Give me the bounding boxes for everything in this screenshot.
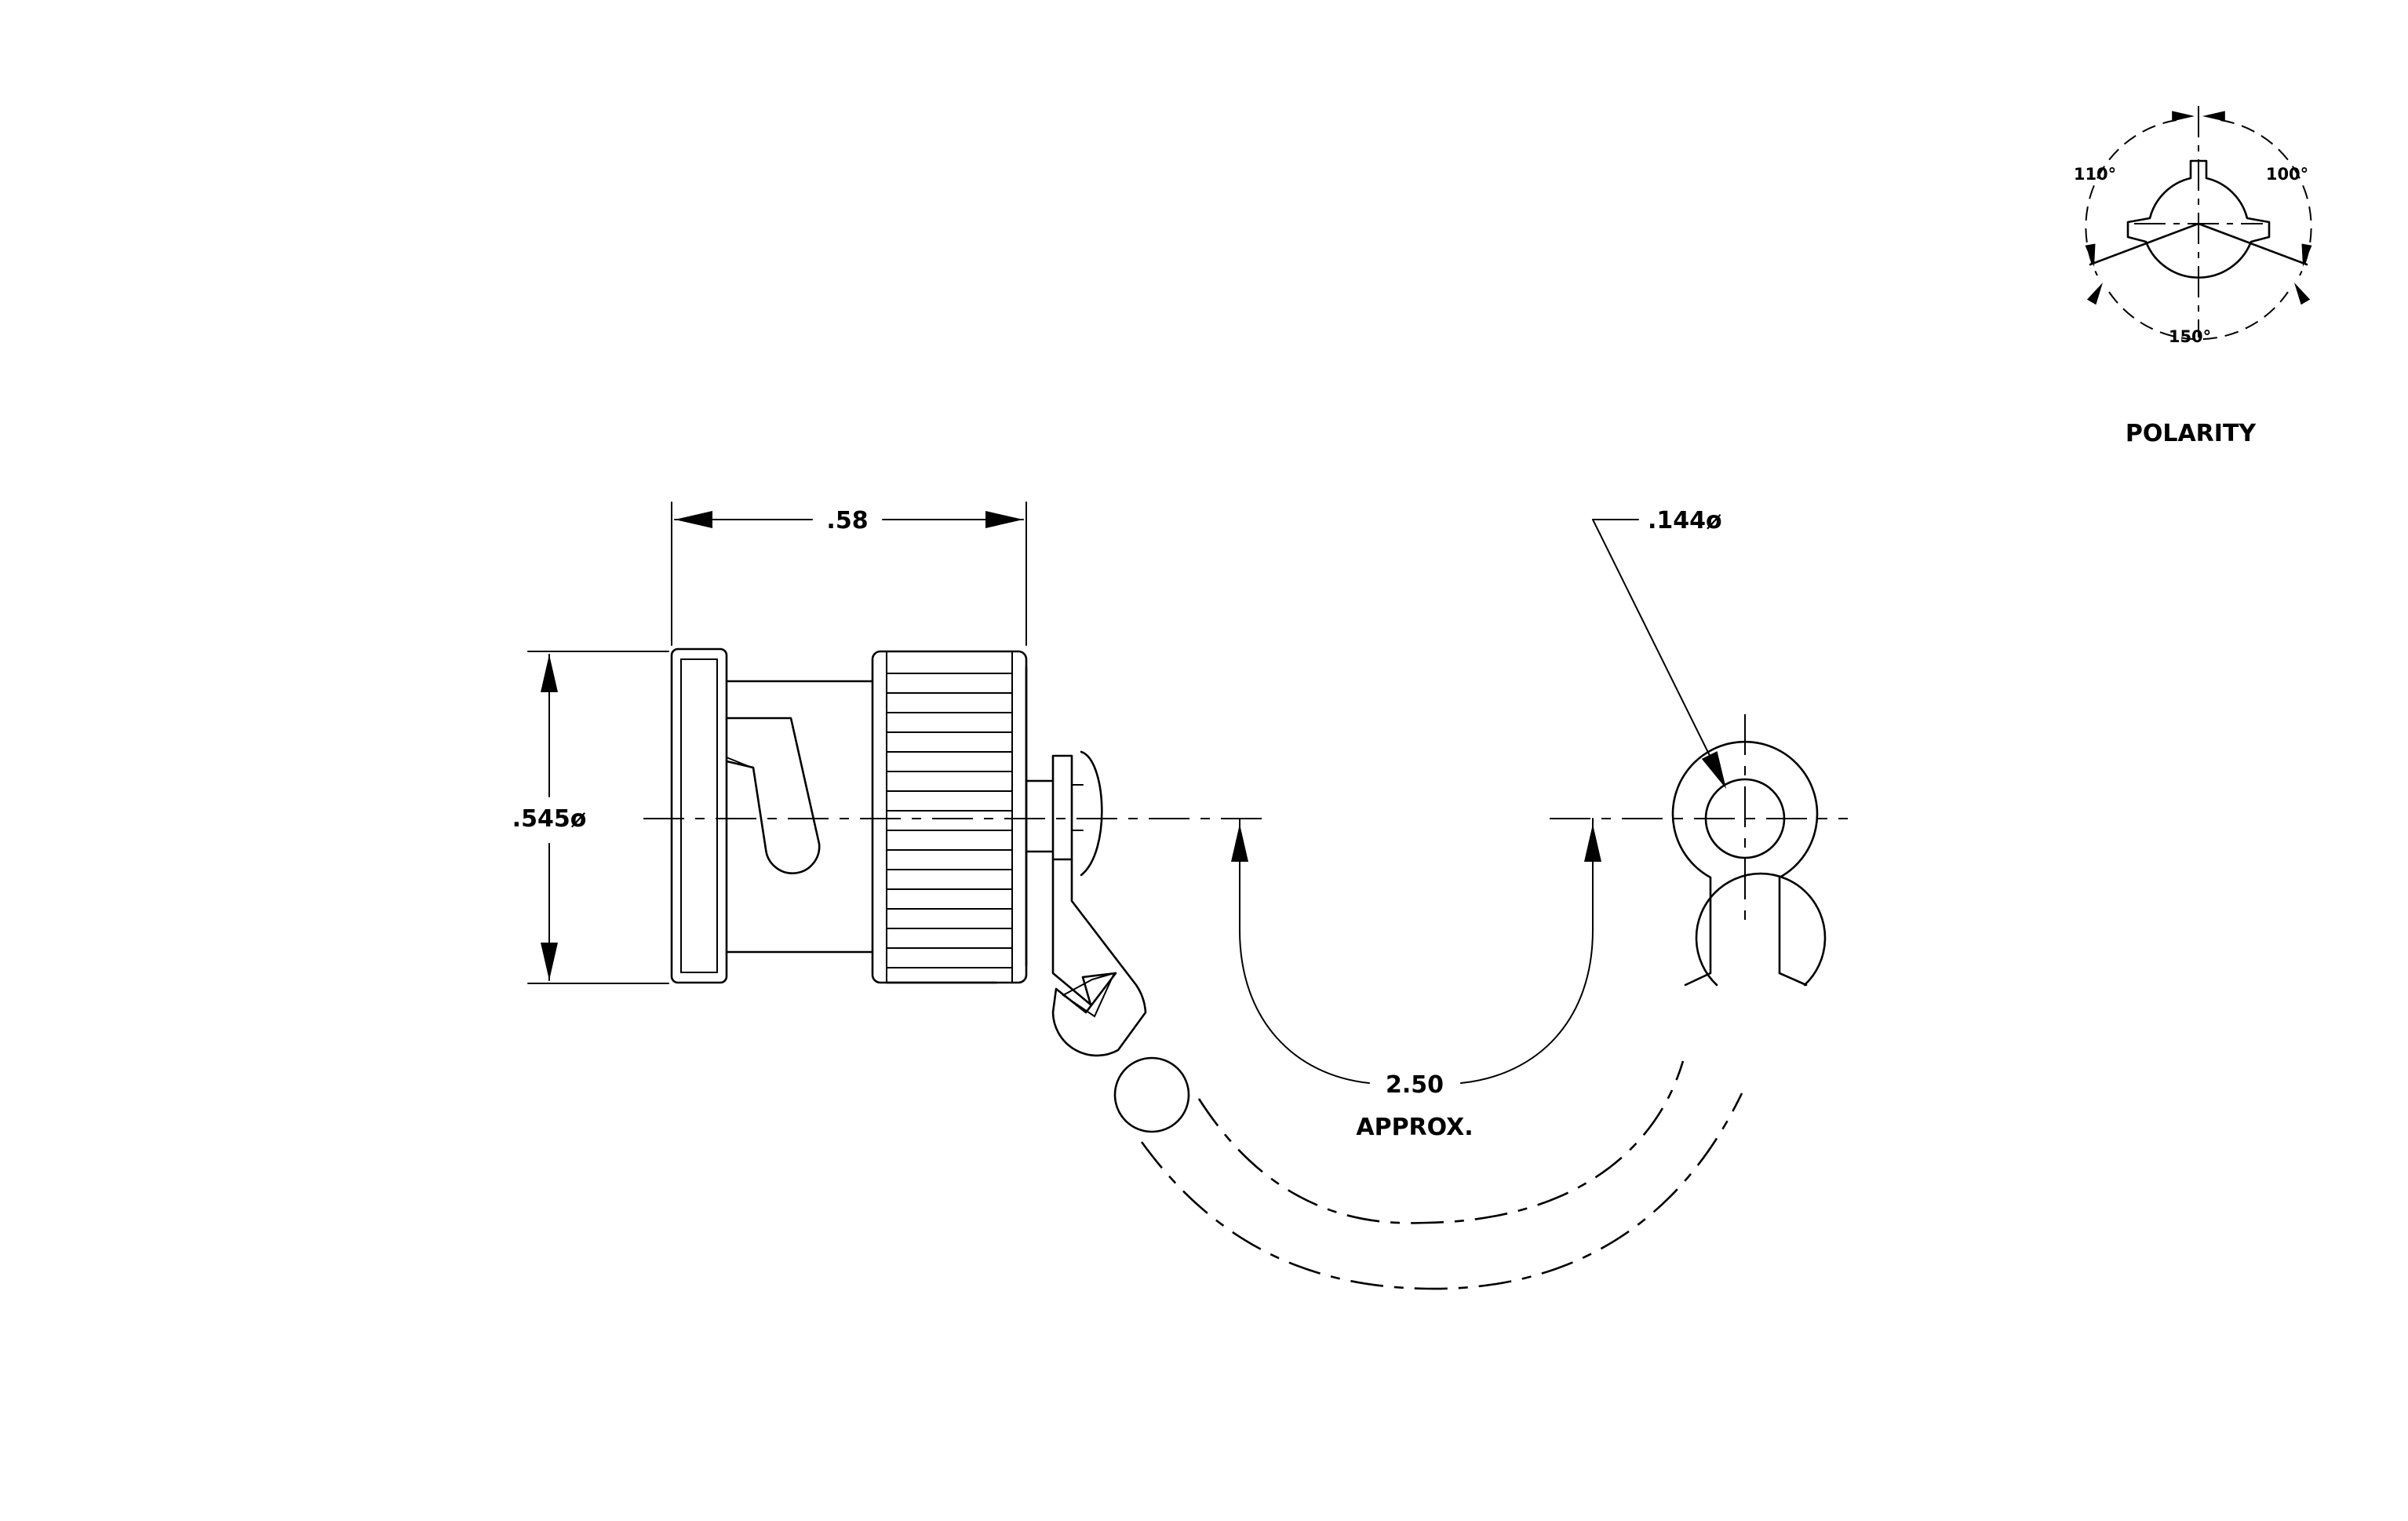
polarity-angle-left: 110° xyxy=(2074,165,2116,184)
dim-length: .58 xyxy=(671,502,1027,646)
knurled-nut xyxy=(871,650,1028,984)
length-label: .58 xyxy=(826,507,868,534)
hole-diameter-label: .144ø xyxy=(1648,507,1722,534)
polarity-angle-right: 100° xyxy=(2266,165,2308,184)
cap-ring-front xyxy=(1550,714,1848,987)
dim-chain-length: 2.50 APPROX. xyxy=(1231,818,1601,1141)
polarity-detail: 110° 100° 150° POLARITY xyxy=(2074,106,2312,447)
dim-hole: .144ø xyxy=(1592,507,1734,793)
chain-ball xyxy=(1113,1056,1190,1133)
front-flange xyxy=(670,647,728,984)
dim-diameter: .545ø xyxy=(512,651,669,984)
polarity-label: POLARITY xyxy=(2126,420,2257,447)
chain-arc-inner xyxy=(1197,1060,1685,1224)
dust-cap-side xyxy=(1051,750,1147,1057)
chain-end-ball xyxy=(1695,872,1827,987)
bayonet-slot xyxy=(725,717,821,874)
connector-body xyxy=(670,647,1053,984)
diameter-label: .545ø xyxy=(512,805,587,833)
polarity-angle-bottom: 150° xyxy=(2169,327,2211,346)
chain-arc-outer xyxy=(1140,1092,1743,1290)
chain-length-note: APPROX. xyxy=(1356,1114,1473,1141)
chain-length-label: 2.50 xyxy=(1386,1071,1444,1099)
